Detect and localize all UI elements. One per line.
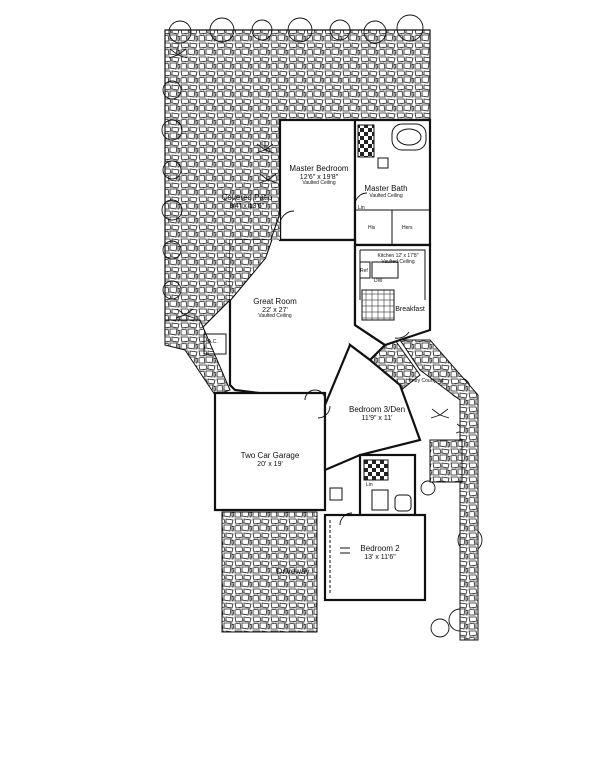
hall-linen-label: Lin [366, 482, 373, 488]
great-room-label: Great Room 22' x 27' Vaulted Ceiling [240, 297, 310, 320]
kitchen-label: Kitchen 12' x 17'8" Vaulted Ceiling [372, 253, 424, 265]
entry-walkway [367, 339, 479, 641]
dishwasher-label: DW [374, 278, 383, 284]
covered-patio-label: Covered Patio 9'4" x 13'6" [212, 193, 282, 210]
refrigerator-label: Ref [360, 268, 368, 274]
garage-label: Two Car Garage 20' x 19' [234, 451, 306, 468]
hers-closet-label: Hers [402, 225, 413, 231]
entry-courtyard-label: Entry Courtyard [404, 378, 448, 385]
master-bedroom-label: Master Bedroom 12'6" x 19'8" Vaulted Cei… [283, 164, 355, 187]
bedroom3-dims: 11'9" x 11' [361, 414, 393, 422]
master-bath-label: Master Bath Vaulted Ceiling [360, 184, 412, 199]
kitchen-note: Vaulted Ceiling [381, 258, 415, 265]
driveway-name: Driveway [276, 567, 310, 576]
bedroom3-label: Bedroom 3/Den 11'9" x 11' [346, 405, 408, 422]
great-room-note: Vaulted Ceiling [258, 313, 292, 320]
entry-courtyard-name: Entry Courtyard [408, 378, 444, 384]
master-bath-name: Master Bath [364, 184, 408, 193]
bedroom2-label: Bedroom 2 13' x 11'6" [348, 544, 412, 561]
great-room-name: Great Room [253, 297, 297, 306]
bedroom2-name: Bedroom 2 [360, 544, 400, 553]
door-swings [279, 192, 410, 526]
master-bedroom-dims: 12'6" x 19'8" [299, 173, 339, 181]
house-walls [213, 118, 432, 602]
garage-name: Two Car Garage [240, 451, 300, 460]
covered-patio-name: Covered Patio [221, 193, 273, 202]
master-bath-note: Vaulted Ceiling [369, 192, 403, 199]
driveway-label: Driveway [266, 567, 320, 577]
kitchen-name: Kitchen 12' x 17'8" [377, 253, 419, 259]
breakfast-label: Breakfast [388, 306, 432, 314]
bedroom3-name: Bedroom 3/Den [348, 405, 406, 414]
his-closet-label: His [368, 225, 376, 231]
master-bedroom-note: Vaulted Ceiling [302, 180, 336, 187]
bedroom2-dims: 13' x 11'6" [364, 553, 396, 561]
fixtures [203, 123, 430, 595]
driveway-paving [221, 511, 318, 633]
breakfast-name: Breakfast [395, 306, 425, 313]
master-bedroom-name: Master Bedroom [289, 164, 349, 173]
great-room-dims: 22' x 27' [262, 306, 288, 314]
garage-dims: 20' x 19' [257, 460, 283, 468]
master-linen-label: Lin [358, 205, 365, 211]
covered-patio-dims: 9'4" x 13'6" [229, 202, 265, 210]
ac-label: A.C. [208, 339, 218, 345]
